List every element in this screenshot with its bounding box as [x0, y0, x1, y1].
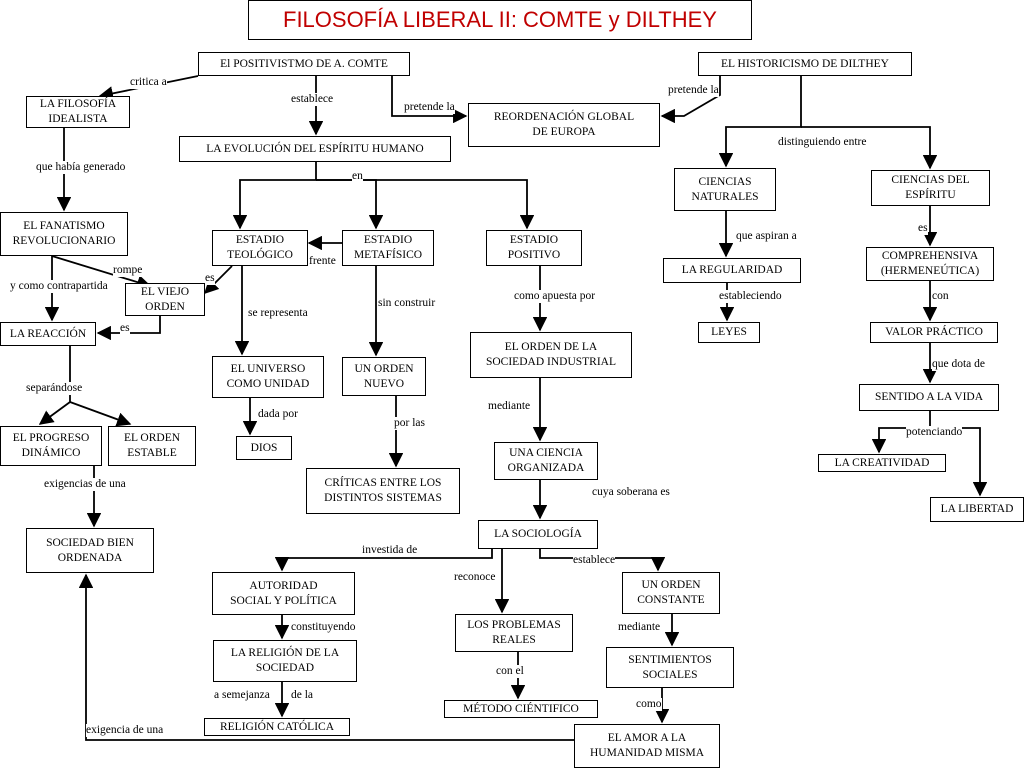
label-es-3: es	[120, 322, 130, 335]
label-constituyendo: constituyendo	[291, 621, 356, 634]
label-critica-a: critica a	[130, 76, 167, 89]
label-que-aspiran: que aspiran a	[736, 230, 797, 243]
label-a-semejanza: a semejanza	[214, 689, 270, 702]
label-en: en	[352, 170, 363, 183]
label-estableciendo: estableciendo	[719, 290, 782, 303]
node-viejo-orden: EL VIEJO ORDEN	[125, 283, 205, 316]
label-distinguiendo: distinguiendo entre	[778, 136, 867, 149]
node-metodo: MÉTODO CIÉNTIFICO	[444, 700, 598, 718]
node-sociologia: LA SOCIOLOGÍA	[478, 520, 598, 549]
label-con-el: con el	[496, 665, 524, 678]
node-autoridad: AUTORIDAD SOCIAL Y POLÍTICA	[212, 572, 355, 615]
node-evolucion: LA EVOLUCIÓN DEL ESPÍRITU HUMANO	[179, 136, 451, 162]
label-potenciando: potenciando	[906, 426, 963, 439]
node-progreso: EL PROGRESO DINÁMICO	[0, 426, 102, 466]
label-frente: frente	[309, 255, 336, 268]
node-universo: EL UNIVERSO COMO UNIDAD	[212, 356, 324, 398]
node-regularidad: LA REGULARIDAD	[663, 258, 801, 283]
label-contrapartida: y como contrapartida	[10, 280, 108, 293]
label-es-2: es	[205, 272, 215, 285]
label-por-las: por las	[394, 417, 425, 430]
label-mediante-1: mediante	[488, 400, 531, 413]
node-estadio-teologico: ESTADIO TEOLÓGICO	[212, 230, 308, 266]
node-amor: EL AMOR A LA HUMANIDAD MISMA	[574, 724, 720, 768]
label-investida: investida de	[362, 544, 418, 557]
node-sentido-vida: SENTIDO A LA VIDA	[859, 384, 999, 411]
node-problemas: LOS PROBLEMAS REALES	[455, 614, 573, 652]
node-historicismo: EL HISTORICISMO DE DILTHEY	[698, 52, 912, 76]
label-se-representa: se representa	[248, 307, 308, 320]
node-orden-constante: UN ORDEN CONSTANTE	[622, 572, 720, 614]
node-ciencia-organizada: UNA CIENCIA ORGANIZADA	[494, 442, 598, 480]
label-pretende-la-2: pretende la	[668, 84, 719, 97]
label-como-apuesta: como apuesta por	[514, 290, 596, 303]
node-reordenacion: REORDENACIÓN GLOBAL DE EUROPA	[468, 103, 660, 147]
label-mediante-2: mediante	[618, 621, 661, 634]
node-valor-practico: VALOR PRÁCTICO	[870, 322, 998, 343]
node-estadio-metafisico: ESTADIO METAFÍSICO	[342, 230, 434, 266]
label-separandose: separándose	[26, 382, 83, 395]
label-que-habia: que había generado	[36, 161, 126, 174]
node-dios: DIOS	[236, 436, 292, 460]
node-reaccion: LA REACCIÓN	[0, 322, 96, 346]
label-sin-construir: sin construir	[378, 297, 436, 310]
node-sentimientos: SENTIMIENTOS SOCIALES	[606, 647, 734, 688]
label-como: como	[636, 698, 662, 711]
node-ciencias-naturales: CIENCIAS NATURALES	[674, 168, 776, 211]
node-fanatismo: EL FANATISMO REVOLUCIONARIO	[0, 212, 128, 256]
node-ciencias-espiritu: CIENCIAS DEL ESPÍRITU	[871, 170, 990, 206]
node-orden-estable: EL ORDEN ESTABLE	[108, 426, 196, 466]
label-exigencias: exigencias de una	[44, 478, 126, 491]
label-con: con	[932, 290, 949, 303]
node-filosofia-idealista: LA FILOSOFÍA IDEALISTA	[26, 96, 130, 128]
node-religion-catolica: RELIGIÓN CATÓLICA	[204, 718, 350, 736]
node-libertad: LA LIBERTAD	[930, 497, 1024, 522]
label-establece-2: establece	[573, 554, 616, 567]
label-es-1: es	[918, 222, 928, 235]
page-title: FILOSOFÍA LIBERAL II: COMTE y DILTHEY	[248, 0, 752, 40]
node-orden-nuevo: UN ORDEN NUEVO	[342, 357, 426, 396]
label-reconoce: reconoce	[454, 571, 496, 584]
label-cuya-soberana: cuya soberana es	[592, 486, 670, 499]
node-estadio-positivo: ESTADIO POSITIVO	[486, 230, 582, 266]
label-dada-por: dada por	[258, 408, 298, 421]
label-de-la: de la	[291, 689, 314, 702]
label-rompe: rompe	[113, 264, 143, 277]
node-positivismo: El POSITIVISTMO DE A. COMTE	[198, 52, 410, 76]
node-leyes: LEYES	[698, 322, 760, 343]
label-que-dota: que dota de	[932, 358, 986, 371]
node-orden-sociedad: EL ORDEN DE LA SOCIEDAD INDUSTRIAL	[470, 332, 632, 378]
node-religion-sociedad: LA RELIGIÓN DE LA SOCIEDAD	[213, 640, 357, 682]
node-criticas: CRÍTICAS ENTRE LOS DISTINTOS SISTEMAS	[306, 468, 460, 514]
node-comprensiva: COMPREHENSIVA (HERMENEÚTICA)	[866, 247, 994, 281]
label-pretende-la-1: pretende la	[404, 101, 455, 114]
label-establece: establece	[291, 93, 334, 106]
node-sociedad-bien: SOCIEDAD BIEN ORDENADA	[26, 528, 154, 573]
label-exigencia: exigencia de una	[86, 724, 164, 737]
node-creatividad: LA CREATIVIDAD	[818, 454, 946, 472]
